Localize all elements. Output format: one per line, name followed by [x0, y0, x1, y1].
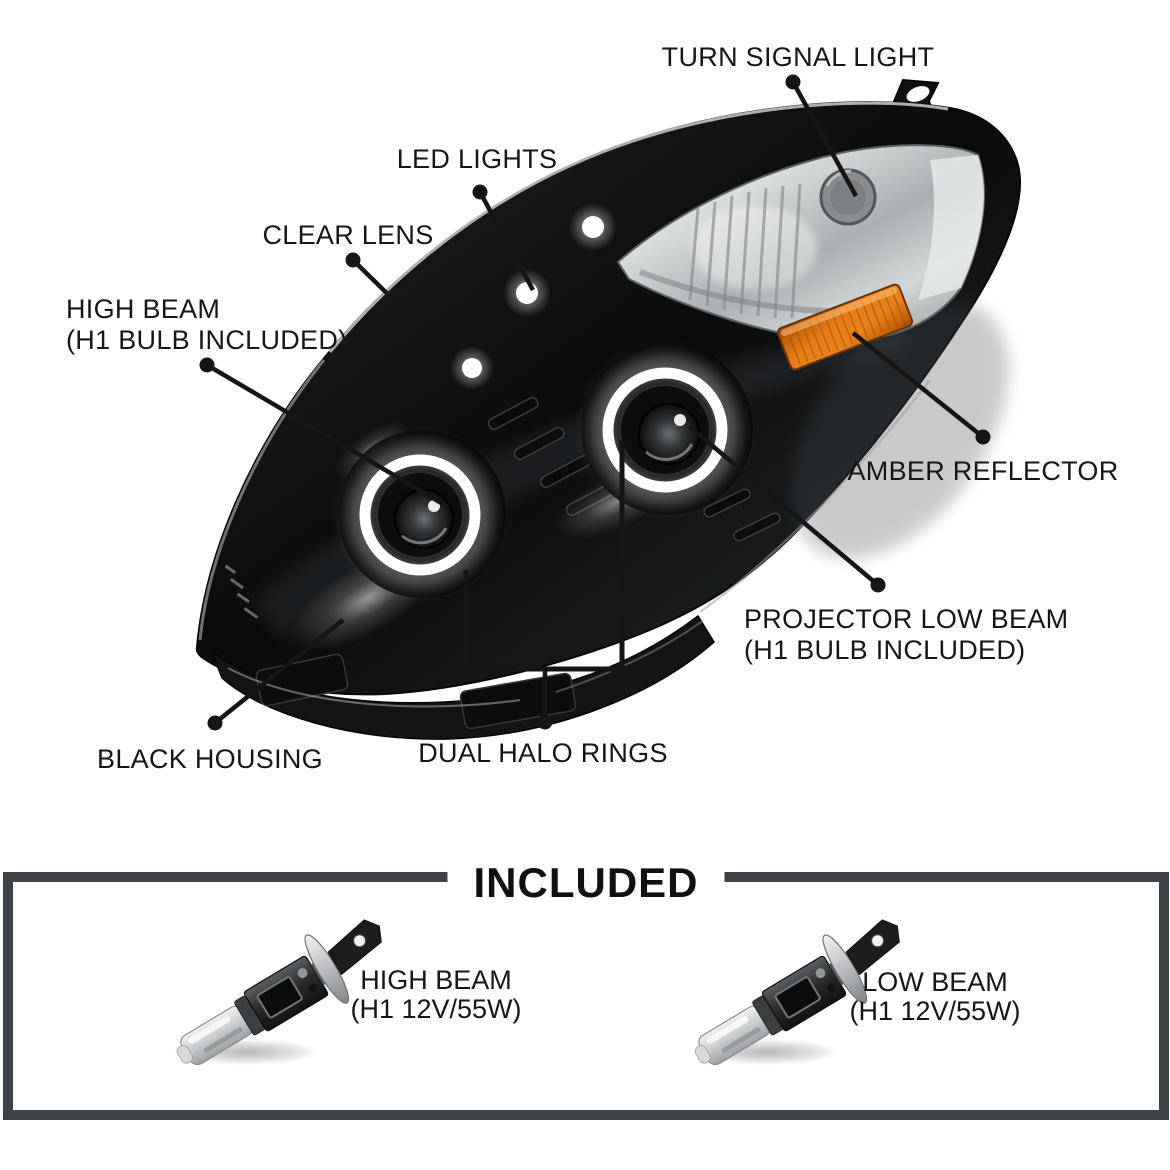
label-projector-low-beam-line2: (H1 BULB INCLUDED): [744, 635, 1026, 665]
label-projector-low-beam: PROJECTOR LOW BEAM (H1 BULB INCLUDED): [744, 604, 1068, 666]
label-included-high-beam: HIGH BEAM (H1 12V/55W): [350, 966, 521, 1024]
label-amber-reflector: AMBER REFLECTOR: [847, 456, 1119, 486]
label-high-beam-line2: (H1 BULB INCLUDED): [66, 325, 348, 355]
halo-ring-left: [359, 454, 481, 576]
callout-line-amber: [851, 331, 985, 439]
bottom-flange: [210, 614, 715, 740]
label-included-low-beam: LOW BEAM (H1 12V/55W): [849, 968, 1020, 1026]
label-projector-low-beam-line1: PROJECTOR LOW BEAM: [744, 604, 1069, 634]
label-included-low-beam-spec: (H1 12V/55W): [849, 996, 1021, 1026]
low-beam-projector: [581, 343, 753, 515]
label-included-low-beam-name: LOW BEAM: [862, 967, 1008, 997]
included-box: INCLUDED: [3, 858, 1169, 1120]
halo-ring-right: [602, 367, 728, 493]
callout-line-low-beam: [688, 425, 880, 587]
label-high-beam: HIGH BEAM (H1 BULB INCLUDED): [66, 294, 347, 356]
label-included-high-beam-name: HIGH BEAM: [360, 965, 512, 995]
included-heading: INCLUDED: [447, 858, 725, 908]
callout-line-clear-lens: [351, 258, 410, 316]
callout-line-high-beam: [205, 363, 450, 509]
included-bulbs: [158, 899, 924, 1093]
led-lights: [450, 203, 617, 390]
label-dual-halo-rings: DUAL HALO RINGS: [418, 738, 668, 768]
label-high-beam-line1: HIGH BEAM: [66, 294, 221, 324]
amber-reflector: [776, 283, 914, 371]
callout-line-turn-signal: [791, 80, 858, 198]
headlight-body: [195, 78, 1022, 740]
label-led-lights: LED LIGHTS: [396, 144, 558, 174]
callout-line-led-lights: [478, 190, 535, 292]
high-beam-projector: [338, 430, 506, 598]
lens-markings: [224, 564, 259, 619]
label-black-housing: BLACK HOUSING: [97, 744, 323, 774]
label-clear-lens: CLEAR LENS: [262, 220, 434, 250]
callout-line-black-housing: [213, 618, 345, 725]
label-turn-signal-light: TURN SIGNAL LIGHT: [661, 42, 935, 72]
callout-lines: [205, 80, 985, 725]
label-included-high-beam-spec: (H1 12V/55W): [350, 994, 522, 1024]
callout-dots: [199, 74, 991, 731]
